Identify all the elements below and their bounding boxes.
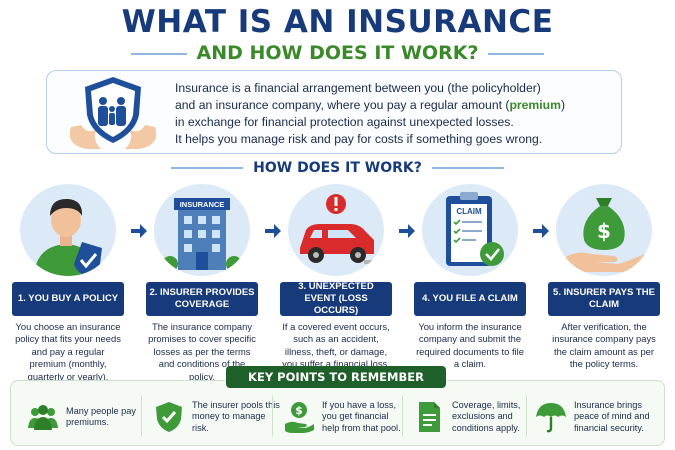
key-point-2-text: The insurer pools this money to manage r… <box>192 399 280 433</box>
step-4-illustration: CLAIM <box>422 184 518 276</box>
step-5-illustration: $ <box>556 184 652 276</box>
arrow-right-icon <box>131 224 147 238</box>
how-heading-text: HOW DOES IT WORK? <box>253 160 422 176</box>
clipboard-label: CLAIM <box>456 207 482 216</box>
key-point-5: Insurance brings peace of mind and finan… <box>534 395 662 439</box>
step-1-illustration <box>20 184 116 276</box>
dollar-sign: $ <box>597 219 611 243</box>
key-divider <box>272 396 273 436</box>
hand-money-icon: $ <box>285 402 314 433</box>
intro-line-4: It helps you manage risk and pay for cos… <box>175 132 543 146</box>
step-1: 1. YOU BUY A POLICY You choose an insura… <box>12 184 124 383</box>
divider-left <box>171 167 244 169</box>
step-1-desc: You choose an insurance policy that fits… <box>15 321 121 382</box>
svg-text:$: $ <box>295 404 303 417</box>
step-1-label: 1. YOU BUY A POLICY <box>12 282 124 316</box>
intro-line-2-pre: and an insurance company, where you pay … <box>175 98 510 112</box>
umbrella-icon <box>536 403 566 433</box>
building-icon: INSURANCE <box>162 198 242 272</box>
intro-line-2-post: ) <box>560 98 565 112</box>
intro-line-3: in exchange for financial protection aga… <box>175 115 514 129</box>
intro-text: Insurance is a financial arrangement bet… <box>175 80 615 148</box>
step-5: $ 5. INSURER PAYS THE CLAIM After verifi… <box>548 184 660 371</box>
page-subtitle: AND HOW DOES IT WORK? <box>0 42 675 64</box>
key-points-title: KEY POINTS TO REMEMBER <box>226 366 446 388</box>
intro-box: Insurance is a financial arrangement bet… <box>46 70 622 154</box>
arrow-right-icon <box>265 224 281 238</box>
step-2: INSURANCE 2. INSURER PROVIDES COVERAGE T… <box>146 184 258 383</box>
divider-left <box>130 52 187 55</box>
key-point-3-text: If you have a loss, you get financial he… <box>322 399 401 433</box>
step-3: 3. UNEXPECTED EVENT (LOSS OCCURS) If a c… <box>280 184 392 371</box>
step-2-illustration: INSURANCE <box>154 184 250 276</box>
key-point-4-text: Coverage, limits, exclusions and conditi… <box>452 399 521 433</box>
intro-line-2: and an insurance company, where you pay … <box>175 97 615 114</box>
arrow-right-icon <box>399 224 415 238</box>
key-divider <box>402 396 403 436</box>
shield-check-icon <box>156 402 182 432</box>
person-icon <box>34 198 102 276</box>
key-point-5-text: Insurance brings peace of mind and finan… <box>574 399 650 433</box>
step-5-label: 5. INSURER PAYS THE CLAIM <box>548 282 660 316</box>
clipboard-icon: CLAIM <box>446 192 504 266</box>
step-4-label: 4. YOU FILE A CLAIM <box>414 282 526 316</box>
key-point-1: Many people pay premiums. <box>26 395 146 439</box>
car-accident-icon <box>300 194 378 264</box>
step-3-label: 3. UNEXPECTED EVENT (LOSS OCCURS) <box>280 281 392 316</box>
step-2-desc: The insurance company promises to cover … <box>148 321 256 382</box>
how-heading: HOW DOES IT WORK? <box>0 160 675 176</box>
subtitle-text: AND HOW DOES IT WORK? <box>196 42 479 64</box>
intro-line-1: Insurance is a financial arrangement bet… <box>175 81 541 95</box>
page-title: WHAT IS AN INSURANCE <box>121 4 554 40</box>
key-point-4: Coverage, limits, exclusions and conditi… <box>412 395 528 439</box>
divider-right <box>431 167 504 169</box>
key-point-2: The insurer pools this money to manage r… <box>152 395 280 439</box>
key-point-3: $ If you have a loss, you get financial … <box>282 395 406 439</box>
step-2-label: 2. INSURER PROVIDES COVERAGE <box>146 282 258 316</box>
key-point-1-text: Many people pay premiums. <box>66 405 136 428</box>
arrow-right-icon <box>533 224 549 238</box>
building-sign: INSURANCE <box>180 200 225 209</box>
key-divider <box>141 396 142 436</box>
step-4: CLAIM 4. YOU FILE A CLAIM You inform the… <box>414 184 526 371</box>
divider-right <box>488 52 545 55</box>
step-4-desc: You inform the insurance company and sub… <box>416 321 524 370</box>
people-icon <box>28 405 58 430</box>
key-divider <box>526 396 527 436</box>
step-3-illustration <box>288 184 384 276</box>
step-3-desc: If a covered event occurs, such as an ac… <box>282 321 390 370</box>
document-icon <box>419 402 440 432</box>
step-5-desc: After verification, the insurance compan… <box>552 321 656 370</box>
premium-highlight: premium <box>509 98 561 112</box>
money-bag-hand-icon: $ <box>564 198 645 272</box>
family-shield-icon <box>69 77 157 149</box>
